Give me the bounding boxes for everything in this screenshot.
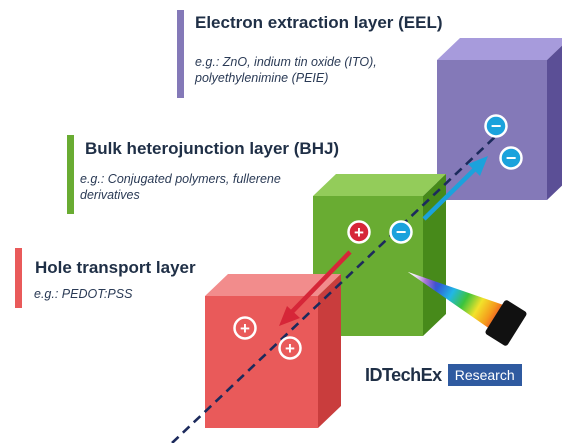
svg-text:−: − (491, 116, 502, 136)
electron-carrier: − (499, 146, 523, 170)
svg-text:+: + (240, 319, 250, 338)
hole-arrow (279, 250, 352, 326)
eel-color-bar (177, 10, 184, 98)
electron-carrier: − (484, 114, 508, 138)
hole-carrier: + (347, 220, 371, 244)
hole-carrier: + (233, 316, 257, 340)
idtechex-logo: IDTechEx Research (365, 364, 522, 386)
svg-text:+: + (285, 339, 295, 358)
light-beam (408, 272, 518, 336)
eel-label-block: Electron extraction layer (EEL) e.g.: Zn… (177, 10, 527, 100)
logo-sub-text: Research (447, 364, 522, 386)
svg-text:−: − (506, 148, 517, 168)
htl-cube (205, 274, 341, 428)
bhj-example: e.g.: Conjugated polymers, fullerene der… (80, 172, 281, 202)
htl-title: Hole transport layer (35, 258, 196, 277)
hole-carrier: + (278, 336, 302, 360)
logo-main-text: IDTechEx (365, 365, 442, 385)
eel-example: e.g.: ZnO, indium tin oxide (ITO), polye… (195, 55, 377, 85)
htl-example: e.g.: PEDOT:PSS (34, 287, 133, 301)
svg-text:−: − (396, 222, 407, 242)
htl-label-block: Hole transport layer e.g.: PEDOT:PSS (15, 248, 245, 310)
electron-carrier: − (389, 220, 413, 244)
light-source (485, 300, 527, 346)
htl-color-bar (15, 248, 22, 308)
eel-title: Electron extraction layer (EEL) (195, 13, 443, 32)
bhj-label-block: Bulk heterojunction layer (BHJ) e.g.: Co… (67, 135, 412, 215)
svg-text:+: + (354, 223, 364, 242)
electron-arrow (422, 156, 488, 221)
bhj-color-bar (67, 135, 74, 214)
bhj-title: Bulk heterojunction layer (BHJ) (85, 139, 340, 158)
